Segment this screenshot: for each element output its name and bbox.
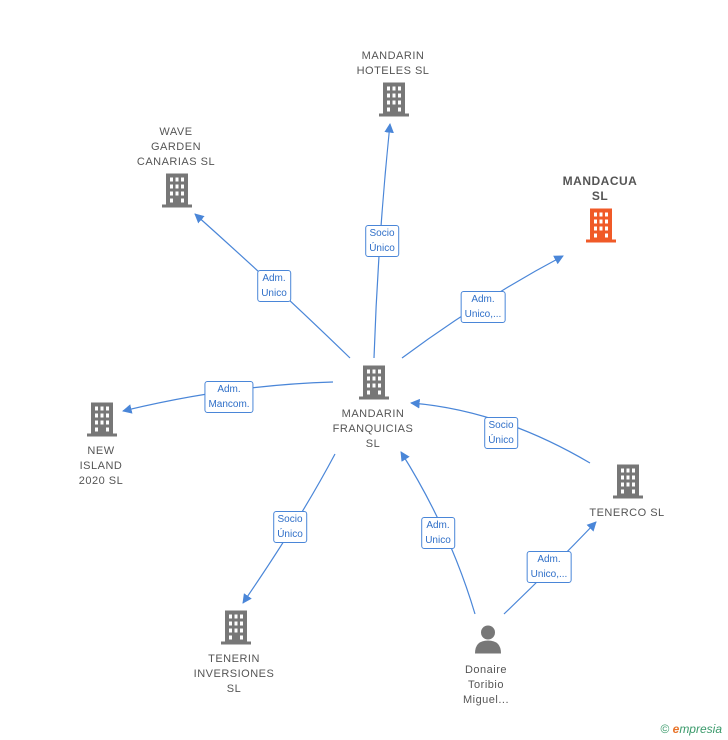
edge-label-hoteles[interactable]: Socio Único (365, 225, 399, 257)
brand-rest: mpresia (679, 722, 722, 736)
edge-label-donaire-tenerco[interactable]: Adm. Unico,... (526, 551, 572, 583)
node-label-tenerco[interactable]: TENERCO SL (589, 507, 665, 519)
edge-label-donaire-center[interactable]: Adm. Unico (421, 517, 455, 549)
person-icon[interactable] (473, 624, 503, 659)
node-label-center[interactable]: MANDARIN FRANQUICIAS SL (332, 408, 414, 450)
brand-e: e (672, 722, 680, 736)
building-icon[interactable] (162, 173, 192, 213)
empresia-logo: © empresia (660, 722, 722, 736)
building-icon[interactable] (221, 610, 251, 650)
edge-label-tenerin[interactable]: Socio Único (273, 511, 307, 543)
edge-label-mandacua[interactable]: Adm. Unico,... (460, 291, 506, 323)
node-label-newisland[interactable]: NEW ISLAND 2020 SL (78, 445, 124, 487)
building-icon[interactable] (87, 402, 117, 442)
node-label-tenerin[interactable]: TENERIN INVERSIONES SL (193, 653, 275, 695)
building-icon[interactable] (586, 208, 616, 248)
node-label-wave[interactable]: WAVE GARDEN CANARIAS SL (136, 126, 216, 168)
node-label-donaire[interactable]: Donaire Toribio Miguel... (462, 664, 510, 706)
copyright-symbol: © (660, 722, 670, 736)
building-icon[interactable] (613, 464, 643, 504)
building-icon[interactable] (359, 365, 389, 405)
node-label-hoteles[interactable]: MANDARIN HOTELES SL (356, 50, 430, 77)
edge-label-tenerco-center[interactable]: Socio Único (484, 417, 518, 449)
building-icon[interactable] (379, 82, 409, 122)
edge-label-newisland[interactable]: Adm. Mancom. (204, 381, 254, 413)
node-label-mandacua[interactable]: MANDACUA SL (562, 174, 638, 203)
edge-label-wave[interactable]: Adm. Unico (257, 270, 291, 302)
